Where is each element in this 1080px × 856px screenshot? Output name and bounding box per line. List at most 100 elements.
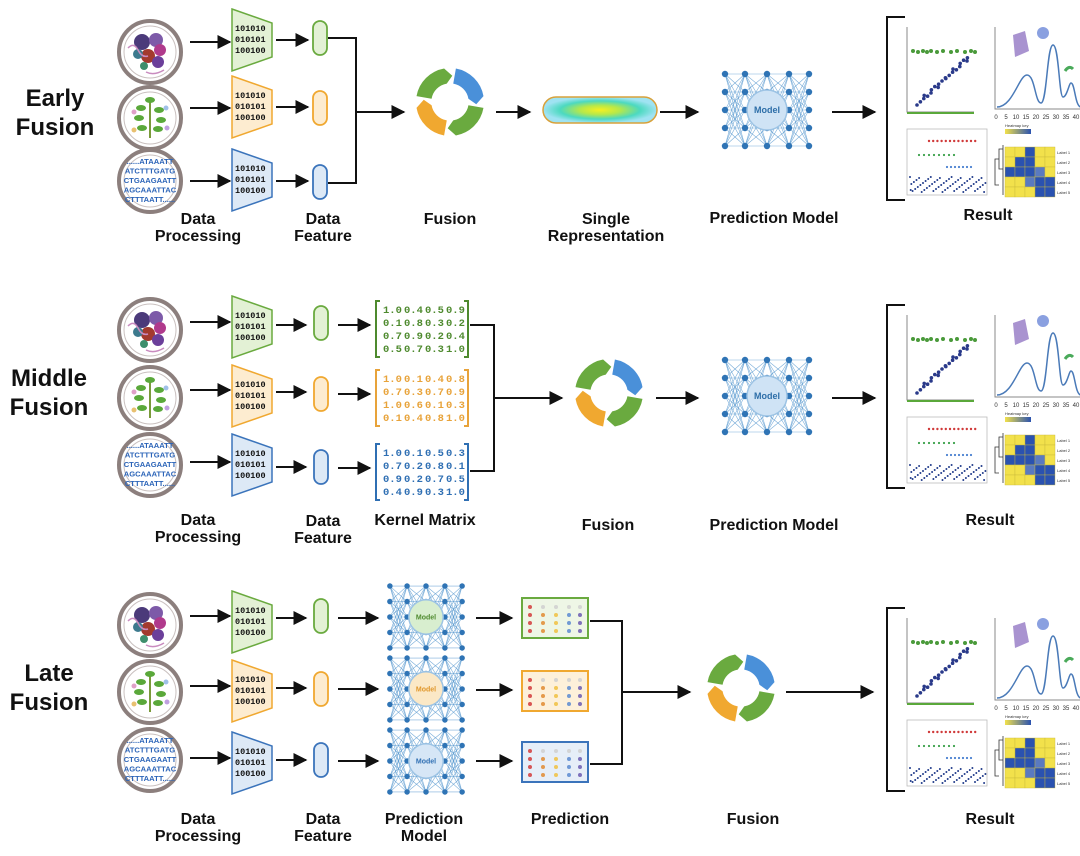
network-edge	[444, 657, 463, 674]
matrix-value: 0.3	[425, 344, 444, 356]
prediction-dot	[578, 765, 582, 769]
scatter-point-blue	[915, 391, 919, 395]
heatmap-cell	[1004, 737, 1016, 749]
dna-sequence-text: AGCAAATTAC	[124, 470, 177, 479]
manhattan-point	[977, 179, 980, 181]
manhattan-point-mid	[952, 744, 956, 748]
network-node	[721, 142, 729, 150]
heatmap-cell	[1034, 454, 1046, 466]
plant-icon	[117, 85, 183, 151]
model-label: Model	[416, 759, 436, 766]
manhattan-point-high	[940, 427, 943, 431]
prediction-dot	[578, 686, 582, 690]
caption-fusion: Fusion	[713, 811, 793, 828]
heatmap-cell	[1034, 777, 1046, 789]
manhattan-point-high	[953, 730, 956, 734]
heatmap-row-label: Label 4	[1057, 771, 1071, 776]
network-edge	[444, 657, 463, 690]
network-node	[459, 645, 465, 651]
manhattan-point-mid	[937, 744, 941, 748]
model-circle	[408, 743, 444, 779]
network-node	[721, 124, 729, 132]
network-edge	[444, 657, 463, 705]
network-node	[404, 598, 410, 605]
network-node	[459, 583, 465, 589]
network-edge	[766, 73, 790, 93]
manhattan-point	[931, 183, 934, 185]
manhattan-point	[970, 185, 973, 187]
network-node	[763, 356, 771, 364]
heatmap-cell	[1014, 474, 1026, 486]
network-node	[423, 655, 429, 661]
heatmap-cell	[1024, 767, 1036, 779]
scatter-point-blue	[958, 61, 962, 66]
network-edge	[788, 377, 810, 433]
manhattan-point	[957, 179, 960, 181]
prediction-dot	[554, 686, 558, 690]
scatter-point-blue	[958, 352, 962, 357]
matrix-value: 0.2	[404, 461, 423, 473]
prediction-dot	[528, 773, 532, 777]
scatter-point-blue	[925, 94, 930, 98]
scatter-point-green	[949, 338, 953, 342]
manhattan-point-mid	[957, 165, 961, 169]
manhattan-point	[983, 191, 986, 193]
manhattan-point	[984, 773, 987, 775]
matrix-value: 0.1	[404, 374, 423, 386]
plant-leaf	[153, 126, 163, 132]
manhattan-point	[970, 776, 973, 778]
matrix-value: 0.7	[383, 331, 402, 343]
network-node	[459, 614, 465, 620]
manhattan-point-high	[969, 730, 973, 734]
caption-data-feature: Data Feature	[288, 513, 358, 547]
network-edge	[406, 729, 427, 746]
network-edge	[444, 729, 463, 762]
network-edge	[389, 729, 408, 762]
scatter-point-blue	[922, 381, 926, 386]
heatmap-cell	[1034, 156, 1046, 168]
manhattan-point	[925, 778, 928, 780]
model-circle	[746, 375, 788, 417]
network-edge	[724, 359, 746, 433]
manhattan-point-mid	[947, 153, 951, 157]
caption-line: Data	[180, 811, 216, 828]
matrix-value: 0.7	[425, 474, 444, 486]
manhattan-point	[909, 176, 911, 178]
prediction-dot	[554, 621, 558, 625]
connector-line	[590, 620, 623, 765]
scatter-point-blue	[918, 691, 923, 695]
density-tick-label: 20	[1033, 706, 1040, 712]
scatter-point-green	[973, 50, 977, 54]
plant-leaf	[154, 387, 164, 393]
network-edge	[444, 729, 463, 777]
network-node	[721, 106, 729, 114]
manhattan-point-high	[965, 427, 968, 431]
scatter-point-green	[921, 337, 925, 341]
petri-dish-inner	[123, 154, 177, 208]
network-node	[423, 727, 429, 733]
network-edge	[788, 73, 810, 147]
manhattan-point	[950, 767, 953, 769]
scatter-point-green	[911, 337, 915, 341]
row-title-middle: Middle Fusion	[4, 364, 94, 422]
scatter-point-blue	[936, 673, 941, 677]
manhattan-point-high	[961, 427, 964, 431]
heatmap-cell	[1034, 747, 1046, 759]
model-label: Model	[416, 615, 436, 622]
manhattan-point	[972, 183, 975, 185]
manhattan-point-high	[961, 139, 964, 143]
manhattan-point	[971, 176, 974, 178]
dna-sequence-text: CTTTAATT......	[125, 479, 175, 488]
manhattan-point	[972, 471, 975, 473]
prediction-dot	[541, 773, 545, 777]
manhattan-point	[955, 188, 958, 190]
matrix-value: 0.9	[383, 474, 402, 486]
dna-sequence-text: ......ATAAATT	[127, 736, 174, 745]
density-tick-label: 25	[1043, 403, 1050, 409]
network-edge	[788, 395, 810, 433]
manhattan-point	[957, 770, 960, 772]
prediction-dot	[554, 605, 558, 609]
manhattan-point	[916, 777, 919, 779]
